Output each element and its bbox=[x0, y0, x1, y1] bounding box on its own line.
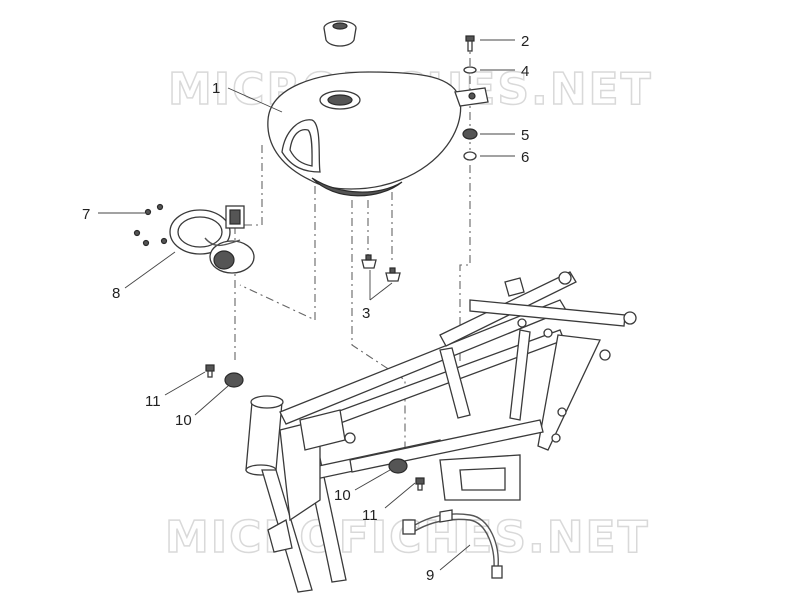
callout-6: 6 bbox=[521, 149, 529, 166]
callout-2: 2 bbox=[521, 33, 529, 50]
callout-4: 4 bbox=[521, 63, 529, 80]
callout-labels: 1 2 3 4 5 6 7 8 9 10 10 11 11 bbox=[82, 33, 529, 584]
rubber-mount[interactable] bbox=[462, 128, 478, 140]
fuel-tank[interactable] bbox=[267, 71, 489, 197]
nut[interactable] bbox=[463, 151, 477, 161]
mount-bolt-lower[interactable] bbox=[415, 477, 425, 491]
motorcycle-frame bbox=[245, 271, 637, 593]
mount-bolt-upper[interactable] bbox=[205, 364, 215, 378]
rubber-block-lower[interactable] bbox=[388, 458, 408, 474]
callout-11-upper: 11 bbox=[145, 393, 161, 410]
callout-1: 1 bbox=[212, 80, 220, 97]
leader-lines bbox=[98, 39, 515, 571]
fuel-cap[interactable] bbox=[323, 20, 357, 47]
callout-7: 7 bbox=[82, 206, 90, 223]
callout-10-lower: 10 bbox=[334, 487, 351, 504]
callout-5: 5 bbox=[521, 127, 529, 144]
tank-mount-brackets[interactable] bbox=[361, 254, 401, 282]
callout-3: 3 bbox=[362, 305, 370, 322]
callout-9: 9 bbox=[426, 567, 434, 584]
pump-screws[interactable] bbox=[133, 203, 168, 247]
rubber-block-upper[interactable] bbox=[224, 372, 244, 388]
callout-8: 8 bbox=[112, 285, 120, 302]
callout-10-upper: 10 bbox=[175, 412, 192, 429]
tank-bolt[interactable] bbox=[465, 35, 475, 52]
fuel-hose-assembly[interactable] bbox=[402, 509, 503, 579]
callout-11-lower: 11 bbox=[362, 507, 378, 524]
washer[interactable] bbox=[463, 66, 477, 74]
fuel-pump[interactable] bbox=[169, 205, 255, 274]
